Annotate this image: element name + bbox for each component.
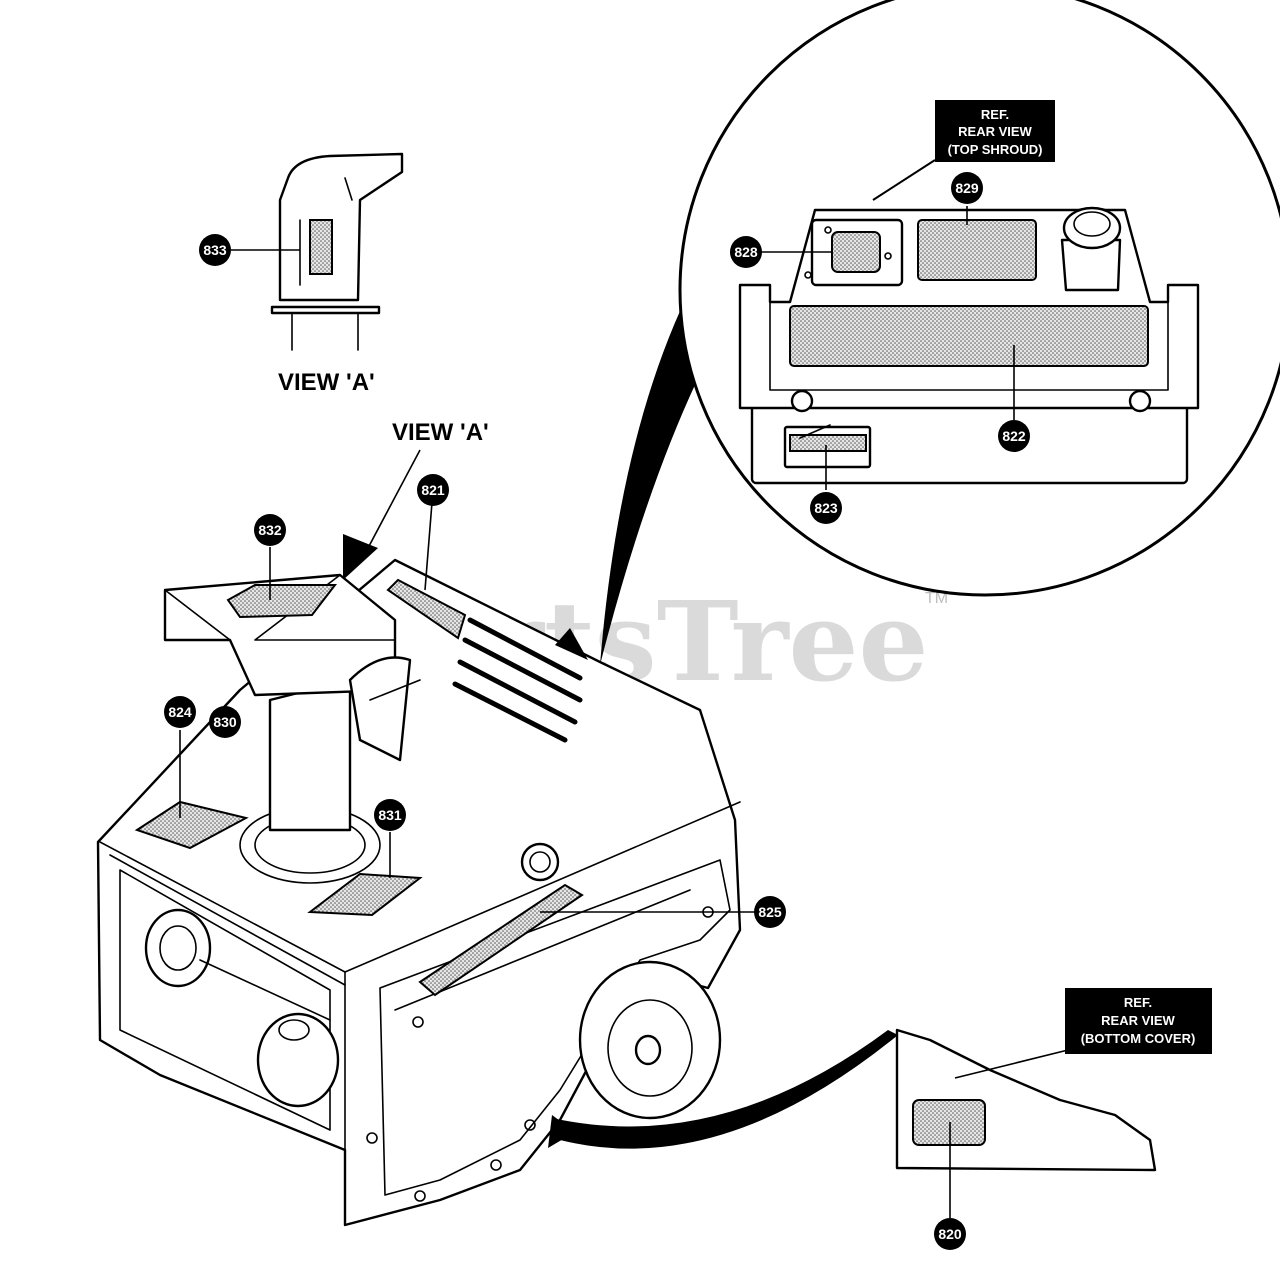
top-shroud-drawing: [738, 206, 1200, 485]
svg-text:820: 820: [938, 1226, 962, 1242]
ref-top-line2: REAR VIEW: [958, 124, 1032, 139]
decal-829: [917, 219, 1037, 281]
callout-831: 831: [374, 799, 406, 831]
ref-top-shroud-box: REF. REAR VIEW (TOP SHROUD): [935, 100, 1055, 162]
callout-badges: 833 829 828 822 823 821 832 824 830 831 …: [164, 172, 1030, 1250]
ref-bottom-line2: REAR VIEW: [1101, 1013, 1175, 1028]
callout-833: 833: [199, 234, 231, 266]
leader-lines: [179, 206, 1015, 1218]
decal-828: [831, 231, 881, 273]
engine-vents: [452, 617, 583, 743]
ref-bottom-line1: REF.: [1124, 995, 1152, 1010]
decal-821: [386, 578, 467, 640]
bottom-cover-arrow: [548, 1030, 898, 1149]
callout-824: 824: [164, 696, 196, 728]
svg-text:823: 823: [814, 500, 838, 516]
callout-830: 830: [209, 706, 241, 738]
decal-820: [912, 1099, 986, 1146]
decal-832: [226, 584, 338, 619]
ref-bottom-line3: (BOTTOM COVER): [1081, 1031, 1196, 1046]
svg-text:822: 822: [1002, 428, 1026, 444]
bottom-cover-detail: [895, 1028, 1157, 1172]
callout-822: 822: [998, 420, 1030, 452]
callout-820: 820: [934, 1218, 966, 1250]
watermark-trademark: TM: [925, 590, 948, 607]
callout-823: 823: [810, 492, 842, 524]
view-a-chute-detail: VIEW 'A': [270, 152, 404, 396]
callout-829: 829: [951, 172, 983, 204]
callout-825: 825: [754, 896, 786, 928]
callout-821: 821: [417, 474, 449, 506]
decal-824: [134, 800, 249, 850]
svg-text:825: 825: [758, 904, 782, 920]
callout-832: 832: [254, 514, 286, 546]
ref-top-line3: (TOP SHROUD): [948, 142, 1043, 157]
decal-833: [309, 219, 333, 275]
view-a-arrow: VIEW 'A': [343, 419, 489, 580]
decal-831: [307, 872, 423, 917]
svg-text:824: 824: [168, 704, 192, 720]
svg-text:829: 829: [955, 180, 979, 196]
svg-text:833: 833: [203, 242, 227, 258]
view-a-detail-label: VIEW 'A': [278, 369, 375, 396]
svg-text:831: 831: [378, 807, 402, 823]
decal-822: [789, 305, 1149, 367]
svg-text:821: 821: [421, 482, 445, 498]
decal-823: [789, 434, 867, 452]
ref-bottom-cover-box: REF. REAR VIEW (BOTTOM COVER): [1065, 988, 1212, 1054]
callout-828: 828: [730, 236, 762, 268]
svg-text:832: 832: [258, 522, 282, 538]
view-a-arrow-label: VIEW 'A': [392, 419, 489, 446]
ref-top-line1: REF.: [981, 107, 1009, 122]
svg-text:830: 830: [213, 714, 237, 730]
svg-text:828: 828: [734, 244, 758, 260]
